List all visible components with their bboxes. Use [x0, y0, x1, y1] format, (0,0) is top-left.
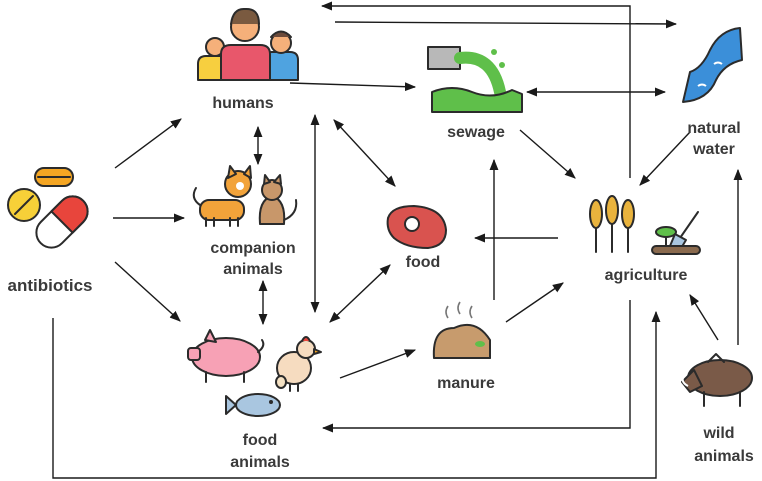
- sewage-pipe-icon: [427, 46, 523, 113]
- label-humans: humans: [212, 95, 273, 112]
- river-icon: [682, 27, 743, 103]
- edges: [52, 1, 743, 479]
- edge-sewage-agriculture: [519, 129, 576, 179]
- label-manure: manure: [437, 375, 495, 392]
- label-sewage: sewage: [447, 124, 505, 141]
- boar-icon: [681, 353, 753, 407]
- label-antibiotics: antibiotics: [7, 276, 92, 295]
- edge-agriculture-humans: [320, 1, 631, 178]
- label-companion-animals-line1: companion: [210, 240, 295, 257]
- people-icon: [197, 7, 299, 81]
- manure-icon: [432, 301, 491, 359]
- edge-antibiotics-agriculture: [52, 310, 661, 479]
- wheat-plant-icon: [589, 195, 701, 255]
- label-wild-animals-line2: animals: [694, 448, 754, 465]
- label-food-animals-line1: food: [243, 432, 278, 449]
- edge-humans-sewage: [289, 82, 417, 92]
- steak-icon: [386, 205, 447, 249]
- edge-water-agriculture: [639, 131, 691, 186]
- pills-icon: [7, 167, 89, 249]
- edge-antibiotics-humans: [114, 118, 182, 169]
- edge-manure-agriculture: [505, 282, 564, 323]
- label-natural-water-line1: natural: [687, 120, 740, 137]
- edge-humans-food: [333, 119, 396, 187]
- edge-wild-agriculture: [689, 294, 719, 341]
- label-food: food: [406, 254, 441, 271]
- labels: antibiotics humans companion animals foo…: [7, 95, 753, 471]
- edge-agriculture-food-animals: [321, 300, 631, 433]
- edge-humans-water: [334, 19, 678, 29]
- dog-cat-icon: [192, 165, 298, 227]
- label-natural-water-line2: water: [692, 141, 735, 158]
- edge-food-animals-manure: [339, 349, 417, 379]
- edge-antibiotics-food-animals: [114, 261, 181, 322]
- edge-food-animals-food: [329, 264, 391, 323]
- label-agriculture: agriculture: [605, 267, 688, 284]
- pig-chicken-fish-icon: [187, 329, 322, 417]
- label-companion-animals-line2: animals: [223, 261, 283, 278]
- label-food-animals-line2: animals: [230, 454, 290, 471]
- label-wild-animals-line1: wild: [702, 425, 734, 442]
